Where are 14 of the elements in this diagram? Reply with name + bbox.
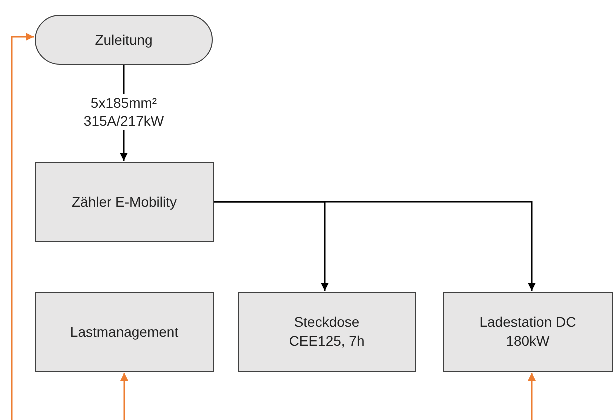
arrow (214, 201, 536, 291)
terminal-shape (35, 15, 213, 65)
box-label: Steckdose CEE125, 7h (288, 313, 366, 351)
process-box (35, 292, 214, 372)
process-box (35, 162, 214, 242)
process-box (443, 292, 613, 372)
arrow (120, 373, 128, 420)
arrow (11, 33, 34, 420)
box-label: Zähler E-Mobility (70, 192, 178, 212)
box-label: Ladestation DC 180kW (478, 313, 578, 351)
process-box (238, 292, 416, 372)
box-label: Zuleitung (94, 30, 154, 50)
arrow (528, 373, 536, 420)
box-label: Lastmanagement (69, 322, 180, 342)
